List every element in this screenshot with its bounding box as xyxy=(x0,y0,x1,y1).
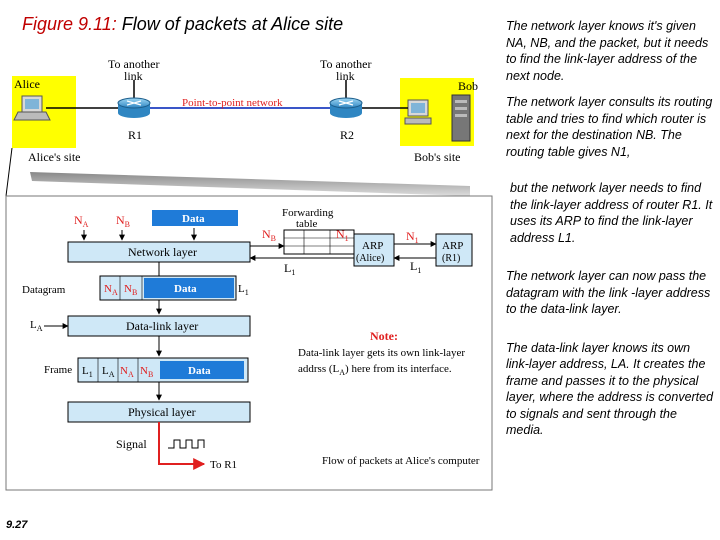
nb-label: NB xyxy=(116,213,130,229)
arp-alice-box xyxy=(353,233,395,267)
topology-diagram: Alice Alice's site Bob Bob's site Point-… xyxy=(5,57,478,197)
arp-r1-label: ARP xyxy=(442,240,463,252)
slide-number: 9.27 xyxy=(6,519,28,531)
note-title: Note: xyxy=(370,329,398,343)
network-layer-label: Network layer xyxy=(128,245,197,259)
to-r1-label: To R1 xyxy=(210,459,237,471)
note-paragraph-3: but the network layer needs to find the … xyxy=(510,181,713,245)
note-paragraph-1: The network layer knows it's given NA, N… xyxy=(506,19,709,83)
datagram-label: Datagram xyxy=(22,284,66,296)
arp-r1-box xyxy=(435,233,473,267)
datagram-data-label: Data xyxy=(174,283,197,295)
physical-layer-label: Physical layer xyxy=(128,405,196,419)
bob-label: Bob xyxy=(458,79,478,93)
desktop-icon xyxy=(404,99,432,125)
forwarding-label: Forwarding xyxy=(282,207,334,219)
to-another-link-2: To another xyxy=(320,57,371,71)
l1-to-network: L1 xyxy=(284,261,295,277)
n1-to-arp: N1 xyxy=(406,229,419,245)
network-label: Point-to-point network xyxy=(182,97,283,109)
alice-label: Alice xyxy=(14,77,40,91)
slide-title: Figure 9.11: Flow of packets at Alice si… xyxy=(22,14,343,35)
frame-data-label: Data xyxy=(188,365,211,377)
data-label-top: Data xyxy=(182,213,205,225)
explanation-notes: The network layer knows it's given NA, N… xyxy=(506,18,716,453)
arp-alice-paren: (Alice) xyxy=(356,253,384,264)
frame-na: NA xyxy=(120,365,134,379)
datagram-data-box xyxy=(144,278,234,298)
note-line1: Data-link layer gets its own link-layer xyxy=(298,347,465,359)
arp-alice-label: ARP xyxy=(362,240,383,252)
signal-waveform xyxy=(168,439,205,449)
l1-right-label: L1 xyxy=(238,283,249,297)
table-word: table xyxy=(296,218,317,230)
figure-label: Figure 9.11: xyxy=(22,14,117,34)
frame-label: Frame xyxy=(44,364,72,376)
note-paragraph-2: The network layer consults its routing t… xyxy=(506,95,713,159)
frame-data-box xyxy=(160,361,244,379)
router-r2-icon xyxy=(329,97,363,118)
data-box-top xyxy=(152,210,238,226)
nb-to-table: NB xyxy=(262,227,276,243)
link-word-1: link xyxy=(124,69,143,83)
laptop-icon xyxy=(13,95,51,121)
l1-arp-return: L1 xyxy=(410,259,421,275)
signal-path xyxy=(158,422,206,470)
la-label: LA xyxy=(30,319,43,333)
na-label: NA xyxy=(74,213,89,229)
note-paragraph-5: The data-link layer knows its own link-l… xyxy=(506,340,714,438)
diagram-frame xyxy=(5,195,493,491)
figure-title: Flow of packets at Alice site xyxy=(121,14,344,34)
frame-la: LA xyxy=(102,365,115,379)
alice-site-label: Alice's site xyxy=(28,150,80,164)
frame-l1: L1 xyxy=(82,365,93,379)
server-icon xyxy=(451,94,471,142)
note-line2: addrss (LA) here from its interface. xyxy=(298,363,452,377)
router-r1-icon xyxy=(117,97,151,118)
r2-label: R2 xyxy=(340,128,354,142)
alice-computer-diagram: NA NB Data Network layer Forwarding tabl… xyxy=(5,195,493,491)
datalink-layer-label: Data-link layer xyxy=(126,319,198,333)
datagram-nb: NB xyxy=(124,283,137,297)
to-another-link-1: To another xyxy=(108,57,159,71)
diagram-caption: Flow of packets at Alice's computer xyxy=(322,455,480,467)
r1-label: R1 xyxy=(128,128,142,142)
frame-nb: NB xyxy=(140,365,153,379)
arp-r1-paren: (R1) xyxy=(442,253,460,264)
signal-label: Signal xyxy=(116,437,147,451)
n1-from-table: N1 xyxy=(336,227,349,243)
zoom-wedge xyxy=(30,172,470,196)
packet-flow-diagram: Alice Alice's site Bob Bob's site Point-… xyxy=(5,57,493,491)
note-paragraph-4: The network layer can now pass the datag… xyxy=(506,269,711,316)
bob-site-label: Bob's site xyxy=(414,150,461,164)
datagram-na: NA xyxy=(104,283,118,297)
link-word-2: link xyxy=(336,69,355,83)
